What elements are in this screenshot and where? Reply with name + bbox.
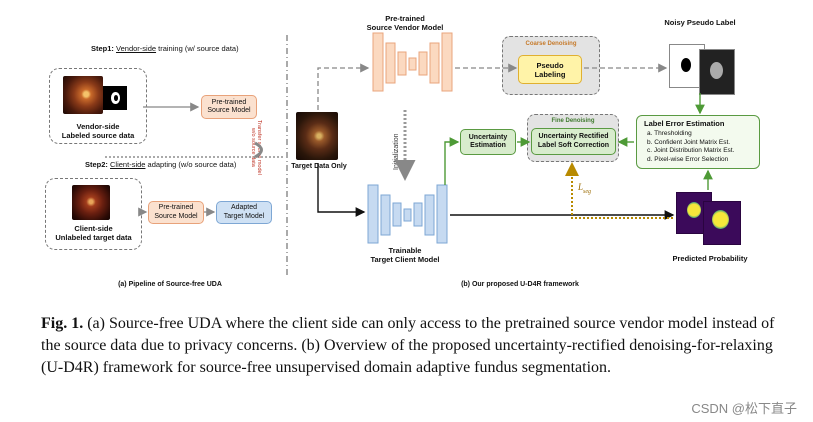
fine-denoising-title: Fine Denoising (551, 118, 595, 124)
arrow-loss-seg (565, 162, 673, 219)
predicted-probability-image-front (703, 201, 741, 245)
caption-fig-label: Fig. 1. (41, 315, 84, 332)
target-network-blocks (367, 184, 448, 244)
vendor-fundus-image (63, 76, 103, 114)
client-caption: Client-side Unlabeled target data (55, 224, 132, 242)
arrow-data-to-target (317, 163, 366, 217)
noisy-pseudo-label-title: Noisy Pseudo Label (664, 18, 736, 27)
target-data-label: Target Data Only (291, 163, 347, 170)
label-error-item: c. Joint Distribution Matrix Est. (647, 147, 735, 155)
coarse-denoising-title: Coarse Denoising (525, 41, 577, 47)
label-error-title: Label Error Estimation (644, 119, 725, 128)
watermark: CSDN @松下直子 (691, 401, 797, 416)
arrow-data-to-source (317, 63, 370, 110)
source-network-blocks (372, 32, 453, 92)
vendor-caption: Vendor-side Labeled source data (61, 122, 135, 140)
step1-text: Step1: Vendor-side training (w/ source d… (91, 44, 239, 53)
predicted-probability-title: Predicted Probability (672, 254, 748, 263)
transfer-curve-arrow (254, 141, 263, 159)
label-error-item: a. Thresholding (647, 130, 692, 137)
panel-b-subtitle: (b) Our proposed U-D4R framework (461, 281, 579, 288)
target-model-title: Trainable Target Client Model (370, 246, 440, 264)
label-error-item: d. Pixel-wise Error Selection (647, 155, 729, 163)
arrow-target-to-uncertainty (444, 137, 460, 185)
vendor-frame (49, 68, 147, 144)
figure-caption: Fig. 1. (a) Source-free UDA where the cl… (41, 313, 786, 379)
diagram-connectors (105, 32, 713, 275)
source-model-title: Pre-trained Source Vendor Model (366, 14, 444, 32)
caption-text: (a) Source-free UDA where the client sid… (41, 315, 775, 376)
noisy-pseudo-label-image-front (699, 49, 735, 95)
loss-seg-label: Lseg (578, 182, 592, 195)
target-data-image (296, 112, 338, 160)
label-error-estimation-box (636, 115, 760, 169)
label-error-list: a. Thresholding b. Confident Joint Matri… (647, 130, 734, 164)
client-fundus-image (72, 185, 110, 220)
panel-a-subtitle: (a) Pipeline of Source-free UDA (118, 281, 222, 288)
step2-text: Step2: Client-side adapting (w/o source … (85, 160, 237, 169)
label-error-item: b. Confident Joint Matrix Est. (647, 138, 731, 146)
vendor-mask-image (103, 86, 127, 110)
